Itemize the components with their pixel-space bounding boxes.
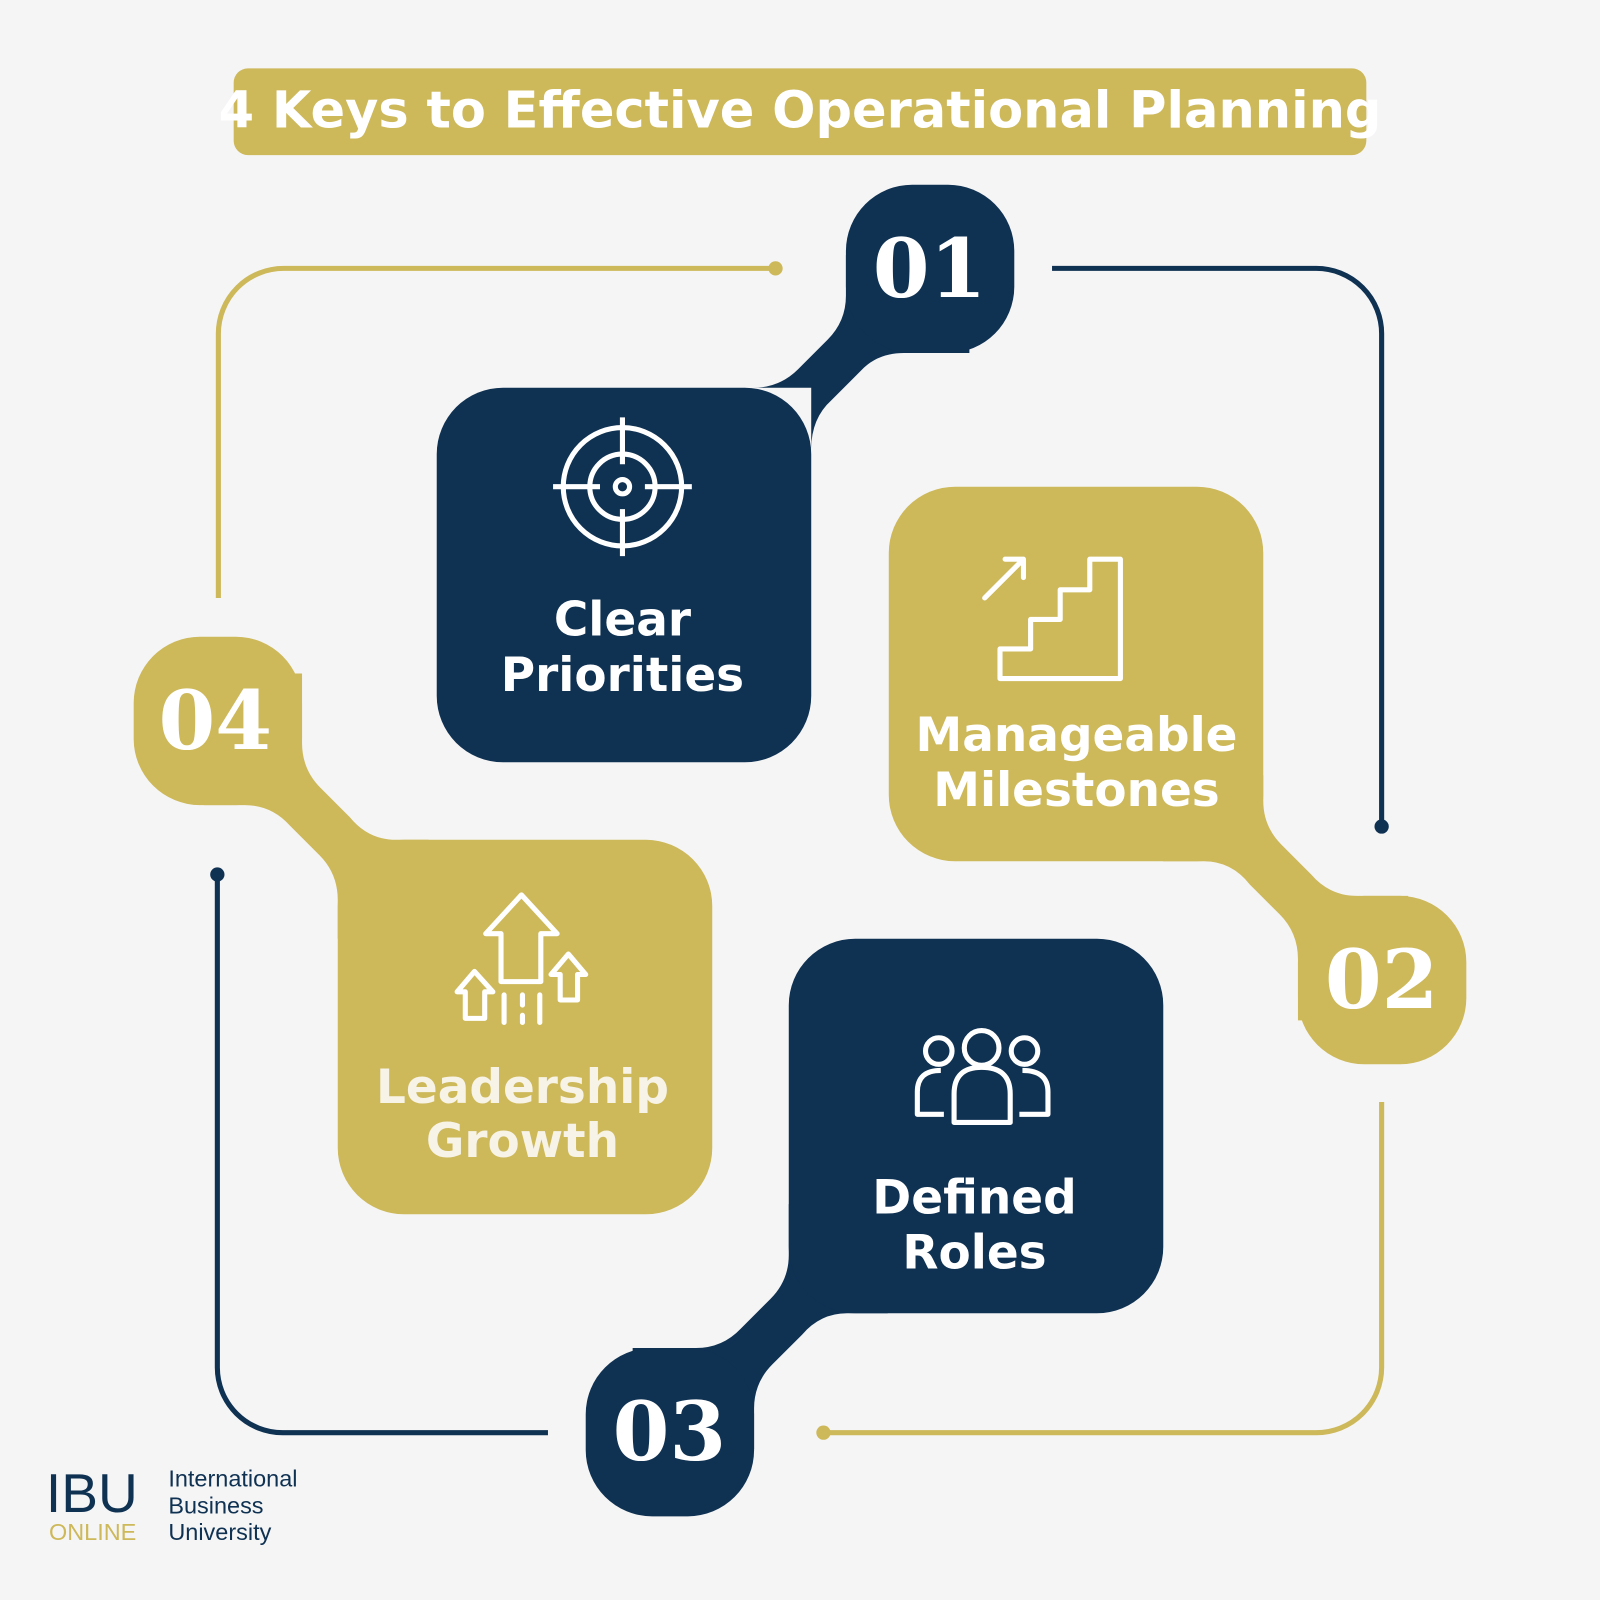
- page-title: 4 Keys to Effective Operational Planning: [219, 82, 1382, 141]
- step-number: 02: [1325, 932, 1439, 1028]
- stairs-arrow-icon: [982, 556, 1123, 682]
- logo-sub: ONLINE: [49, 1519, 136, 1545]
- gold-line-top-left: [215, 265, 776, 598]
- step-number: 04: [159, 673, 273, 769]
- step-label-line1: Clear: [554, 593, 691, 648]
- target-icon: [553, 417, 692, 557]
- step-label-line1: Leadership: [376, 1060, 669, 1115]
- logo-mark: IBU: [46, 1462, 138, 1524]
- gold-line-bottom-right: [823, 1102, 1385, 1436]
- navy-line-bottom-left: [214, 874, 548, 1436]
- step-label-line2: Roles: [902, 1225, 1046, 1280]
- title-banner: 4 Keys to Effective Operational Planning: [219, 68, 1382, 156]
- connector-lines: [210, 261, 1389, 1440]
- navy-line-top-right: [1052, 265, 1385, 827]
- step-number: 01: [873, 221, 987, 317]
- step-label-line2: Milestones: [933, 763, 1219, 818]
- people-group-icon: [914, 1028, 1051, 1126]
- step-04: 04 Leadership Growth: [133, 636, 713, 1215]
- step-02: 02 Manageable Milestones: [888, 486, 1467, 1065]
- step-01: 01 Clear Priorities: [436, 184, 1015, 763]
- step-number: 03: [613, 1384, 727, 1480]
- step-label-line2: Growth: [426, 1114, 619, 1169]
- logo-name-line1: International: [168, 1466, 297, 1492]
- step-03: 03 Defined Roles: [585, 938, 1164, 1517]
- step-label-line1: Manageable: [916, 708, 1238, 763]
- logo-name-line3: University: [168, 1519, 271, 1545]
- arrows-up-icon: [454, 892, 589, 1025]
- ibu-logo: IBU ONLINE International Business Univer…: [46, 1462, 298, 1545]
- step-label-line2: Priorities: [501, 648, 744, 703]
- step-label-line1: Defined: [872, 1170, 1076, 1225]
- logo-name-line2: Business: [168, 1492, 263, 1518]
